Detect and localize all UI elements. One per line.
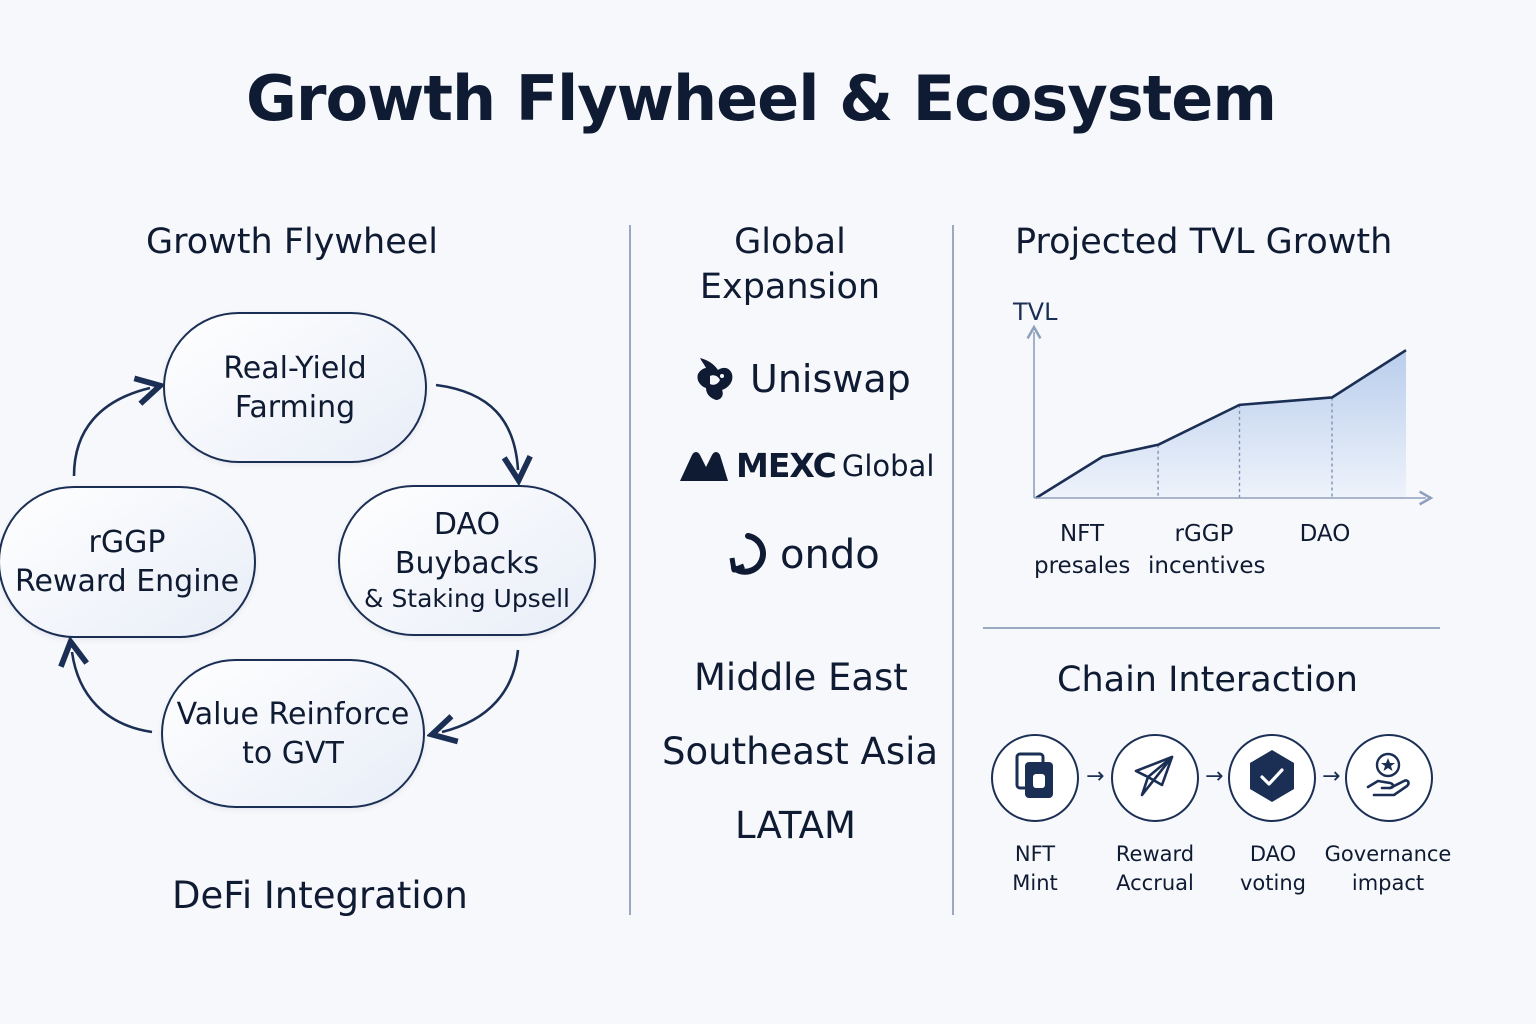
node-label: to GVT	[242, 735, 344, 771]
flywheel-arrows	[0, 0, 640, 850]
step-line: voting	[1240, 871, 1306, 896]
node-label: & Staking Upsell	[364, 584, 570, 614]
node-label: Buybacks	[394, 546, 540, 582]
divider-right-horizontal	[983, 627, 1440, 629]
tvl-title: Projected TVL Growth	[1015, 222, 1393, 262]
phase-line: NFT	[1059, 521, 1105, 547]
partner-name: Uniswap	[750, 357, 911, 401]
chain-step-label: NFT Mint	[970, 840, 1100, 899]
hexagon-check-icon	[1244, 748, 1300, 808]
partner-uniswap: Uniswap	[692, 354, 911, 404]
expansion-title-line1: Global	[734, 222, 846, 262]
step-line: impact	[1351, 871, 1425, 896]
mexc-mountain-icon	[678, 449, 730, 483]
flywheel-node-rggp-engine: rGGP Reward Engine	[0, 486, 256, 638]
region-middle-east: Middle East	[694, 656, 908, 699]
node-label: Value Reinforce	[176, 696, 410, 732]
tvl-phase-label: rGGP incentives	[1148, 518, 1266, 582]
divider-right	[952, 225, 954, 915]
node-label: Real-Yield	[223, 350, 367, 386]
phase-line: rGGP	[1174, 521, 1234, 547]
chain-step-label: Governance impact	[1323, 840, 1453, 899]
partner-name: MEXC	[736, 446, 837, 485]
region-southeast-asia: Southeast Asia	[662, 730, 939, 773]
arrow-right-to-bottom	[442, 649, 520, 732]
paper-plane-icon	[1132, 753, 1178, 803]
chain-step-nft-mint	[991, 734, 1079, 822]
expansion-title: Global Expansion	[690, 220, 890, 310]
step-line: Reward	[1115, 842, 1195, 866]
ondo-ring-icon	[726, 532, 770, 578]
chain-step-reward-accrual	[1111, 734, 1199, 822]
tvl-phase-label: DAO	[1290, 518, 1360, 550]
tvl-axis-label: TVL	[1013, 298, 1058, 326]
flywheel-node-dao-buybacks: DAO Buybacks & Staking Upsell	[338, 485, 596, 636]
chain-title: Chain Interaction	[1057, 660, 1358, 700]
tvl-area	[1036, 350, 1406, 498]
chain-step-label: DAO voting	[1208, 840, 1338, 899]
page-title: Growth Flywheel & Ecosystem	[246, 62, 1277, 135]
node-label: rGGP	[88, 525, 166, 560]
step-line: Mint	[1012, 871, 1058, 896]
partner-mexc: MEXC Global	[678, 446, 934, 485]
chain-arrow: →	[1322, 764, 1341, 789]
arrow-bottom-to-left	[72, 652, 153, 734]
step-line: NFT	[1014, 842, 1056, 866]
flywheel-node-real-yield: Real-Yield Farming	[163, 312, 427, 463]
tvl-chart	[1026, 324, 1434, 506]
partner-name: ondo	[780, 532, 880, 578]
flywheel-node-value-reinforce: Value Reinforce to GVT	[161, 659, 425, 808]
phase-line: DAO	[1299, 521, 1351, 547]
partner-ondo: ondo	[726, 532, 880, 578]
phase-line: presales	[1034, 553, 1131, 580]
tvl-phase-label: NFT presales	[1034, 518, 1130, 582]
chain-arrow: →	[1205, 764, 1224, 789]
step-line: Governance	[1324, 842, 1452, 866]
arrow-top-to-right	[435, 383, 518, 470]
node-label: Reward Engine	[14, 564, 240, 599]
flywheel-title: Growth Flywheel	[146, 222, 438, 262]
hand-star-icon	[1364, 751, 1414, 805]
chain-step-governance-impact	[1345, 734, 1433, 822]
tvl-line	[1035, 349, 1407, 500]
unicorn-icon	[692, 354, 738, 404]
nft-card-icon	[1013, 752, 1057, 804]
expansion-title-line2: Expansion	[699, 266, 881, 307]
step-line: Accrual	[1116, 871, 1194, 896]
arrow-left-to-top	[72, 388, 150, 477]
defi-integration-label: DeFi Integration	[172, 874, 468, 917]
step-line: DAO	[1249, 842, 1297, 866]
phase-line: incentives	[1148, 553, 1266, 580]
partner-suffix: Global	[841, 448, 935, 483]
chain-step-label: Reward Accrual	[1090, 840, 1220, 899]
node-label: DAO	[433, 507, 501, 543]
node-label: Farming	[234, 389, 356, 425]
region-latam: LATAM	[735, 804, 856, 847]
divider-left	[629, 225, 631, 915]
chain-step-dao-voting	[1228, 734, 1316, 822]
chain-arrow: →	[1086, 764, 1105, 789]
